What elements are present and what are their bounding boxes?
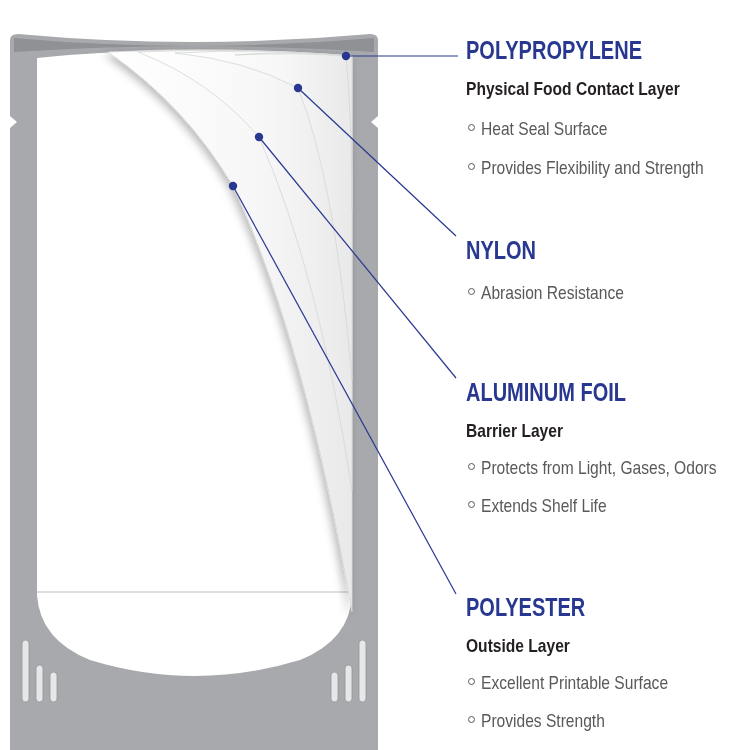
layer-property: Protects from Light, Gases, Odors [481, 456, 717, 479]
layer-property: Provides Flexibility and Strength [481, 156, 704, 179]
nylon-layer [175, 51, 352, 380]
layer-property-row: Provides Strength [481, 709, 632, 732]
bullet-mark [468, 678, 475, 685]
layer-name: POLYESTER [466, 592, 585, 622]
layer-role-row: Outside Layer [466, 634, 593, 657]
leader-line [233, 186, 456, 594]
leader-dot [229, 182, 237, 190]
bullet-mark [468, 501, 475, 508]
aluminum-foil-layer [138, 50, 352, 490]
layer-name-row: POLYESTER [466, 592, 615, 622]
leader-dot [255, 133, 263, 141]
layer-property-row: Extends Shelf Life [481, 494, 634, 517]
tear-notch [371, 116, 378, 128]
layer-name: ALUMINUM FOIL [466, 377, 626, 407]
layer-role-row: Barrier Layer [466, 419, 584, 442]
layer-property: Provides Strength [481, 709, 605, 732]
bullet-mark [468, 288, 475, 295]
gusset-line [37, 591, 352, 592]
layer-name: POLYPROPYLENE [466, 35, 642, 65]
leader-line [259, 137, 456, 378]
leader-dot [342, 52, 350, 60]
layer-property-row: Heat Seal Surface [481, 117, 635, 140]
layer-property: Excellent Printable Surface [481, 671, 668, 694]
layer-role: Physical Food Contact Layer [466, 77, 680, 100]
bullet-mark [468, 716, 475, 723]
layer-role: Outside Layer [466, 634, 570, 657]
tear-notch [10, 116, 17, 128]
leader-line [346, 55, 458, 56]
layer-name-row: ALUMINUM FOIL [466, 377, 666, 407]
layer-name: NYLON [466, 235, 536, 265]
layer-property: Heat Seal Surface [481, 117, 607, 140]
polypropylene-layer [235, 53, 352, 210]
pouch-body [37, 50, 352, 676]
bullet-mark [468, 463, 475, 470]
layer-role: Barrier Layer [466, 419, 563, 442]
layer-role-row: Physical Food Contact Layer [466, 77, 727, 100]
bullet-mark [468, 124, 475, 131]
layer-name-row: POLYPROPYLENE [466, 35, 686, 65]
gusset-slots [22, 640, 366, 702]
pouch-outline [10, 34, 378, 750]
polyester-layer [108, 50, 352, 612]
layer-name-row: NYLON [466, 235, 554, 265]
layer-property-row: Protects from Light, Gases, Odors [481, 456, 750, 479]
layer-property-row: Excellent Printable Surface [481, 671, 709, 694]
leader-dot [294, 84, 302, 92]
bullet-mark [468, 163, 475, 170]
layer-property-row: Abrasion Resistance [481, 281, 655, 304]
layer-property: Extends Shelf Life [481, 494, 607, 517]
layer-property: Abrasion Resistance [481, 281, 624, 304]
layer-property-row: Provides Flexibility and Strength [481, 156, 750, 179]
